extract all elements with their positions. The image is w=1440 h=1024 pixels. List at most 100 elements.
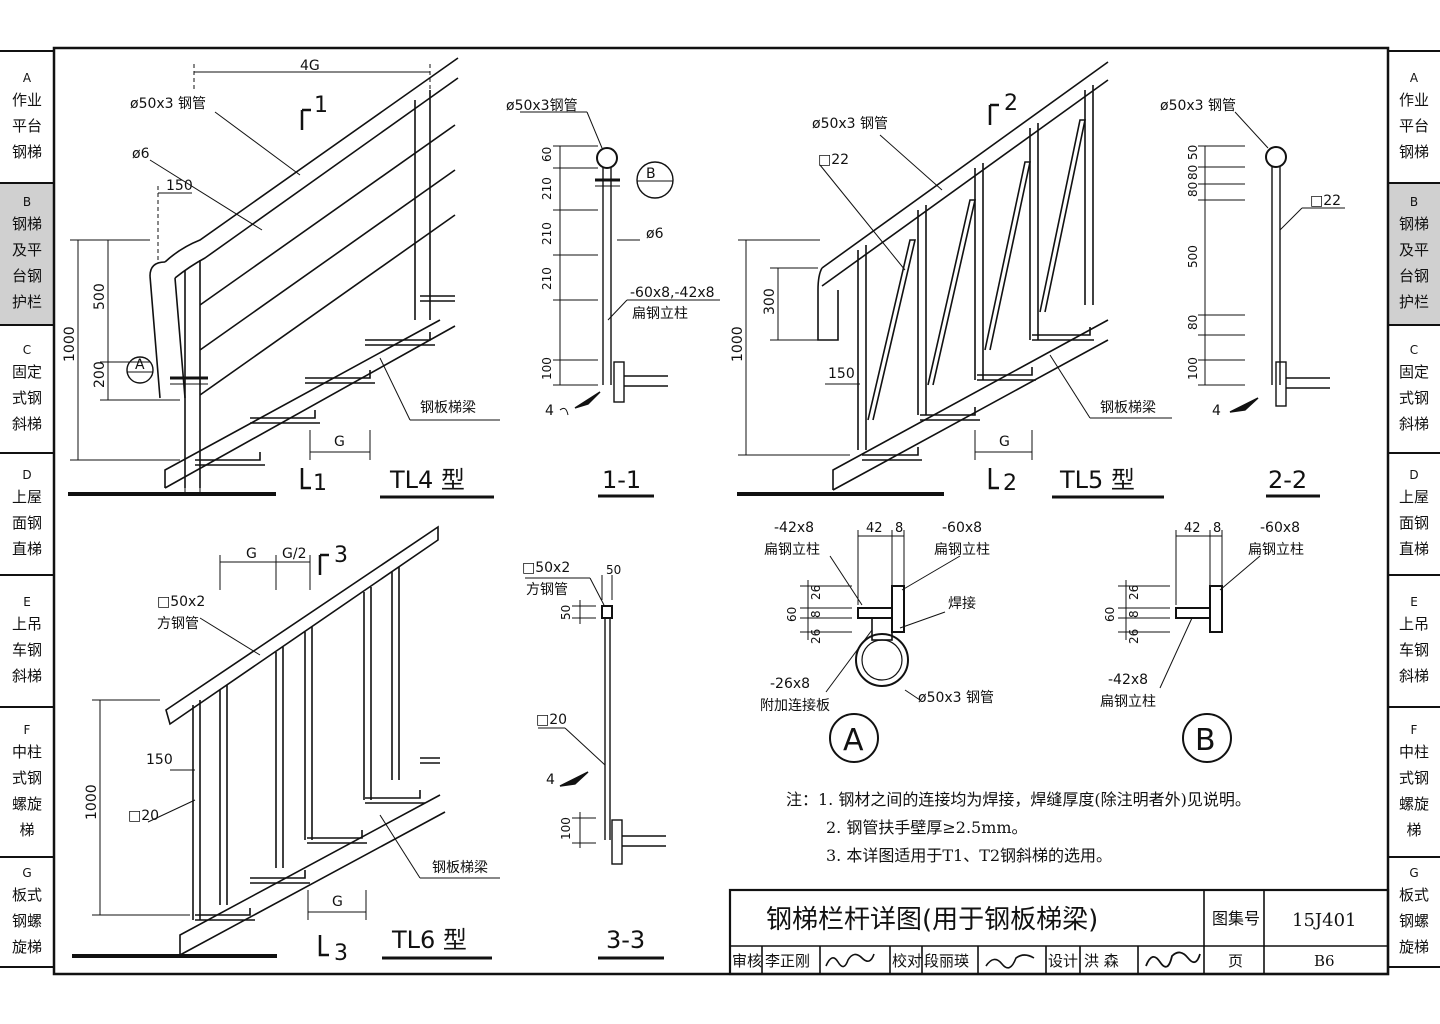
db-d26b: 26 [1127, 629, 1141, 644]
right-tab-code: C [1409, 343, 1419, 357]
right-tab-text: 式钢 [1398, 769, 1429, 787]
right-tab-text: 梯 [1406, 821, 1422, 839]
right-tab-text: 螺旋 [1398, 795, 1429, 813]
tl6-cut-bottom: 3 [334, 941, 348, 966]
tl6-tube-label: □50x2 [157, 594, 205, 610]
right-tab-text: 及平 [1398, 241, 1429, 259]
left-tab-code: D [22, 468, 32, 482]
db-d8: 8 [1127, 610, 1141, 618]
tl4-dim-200: 200 [92, 361, 108, 388]
s33-weld-size: 4 [546, 772, 555, 788]
da-w42: 42 [866, 521, 883, 536]
db-w8: 8 [1213, 521, 1221, 536]
tl5-tube-label: ø50x3 钢管 [812, 116, 888, 132]
tl6-dim-gb: G [332, 894, 343, 910]
tl4-dim-500: 500 [92, 283, 108, 310]
tl5-beam-label: 钢板梯梁 [1100, 400, 1156, 416]
page-label: 页 [1228, 952, 1243, 970]
left-tab-code: C [22, 343, 32, 357]
right-tab-text: 上屋 [1398, 488, 1429, 506]
s11-dim-210b: 210 [540, 222, 554, 245]
left-tab-text: 钢螺 [11, 912, 42, 930]
s33-dim-50a: 50 [606, 563, 621, 577]
right-tab-text: 钢梯 [1398, 215, 1429, 233]
left-tab-text: 台钢 [11, 267, 42, 285]
right-tab-text: 式钢 [1398, 389, 1429, 407]
db-d60: 60 [1103, 607, 1117, 622]
da-p26: -26x8 [770, 676, 810, 692]
tl4-type-label: TL4 型 [389, 466, 465, 494]
check-label: 校对 [892, 952, 922, 970]
left-tab-code: G [22, 866, 32, 880]
s11-tube-label: ø50x3钢管 [506, 98, 578, 114]
right-tab-code: G [1409, 866, 1419, 880]
s11-post-label: -60x8,-42x8 [630, 285, 715, 301]
left-tab-text: 螺旋 [11, 795, 42, 813]
right-tab-text: 斜梯 [1398, 415, 1429, 433]
designer-name: 洪 森 [1084, 952, 1119, 970]
da-d26b: 26 [809, 629, 823, 644]
s22-sq-label: □22 [1310, 193, 1341, 209]
s33-label: 3-3 [606, 926, 645, 954]
left-tab-text: 式钢 [11, 389, 42, 407]
tl6-cut-top: 3 [334, 543, 348, 568]
da-tube: ø50x3 钢管 [918, 690, 994, 706]
right-tab-text: 作业 [1398, 91, 1429, 109]
checker-name: 段丽瑛 [924, 952, 969, 970]
da-d26a: 26 [809, 585, 823, 600]
right-tab-text: 中柱 [1398, 743, 1429, 761]
left-tab-text: 梯 [19, 821, 35, 839]
s11-mark-b: B [646, 166, 656, 182]
right-tab-text: 护栏 [1398, 293, 1429, 311]
s33-sq20-label: □20 [536, 712, 567, 728]
db-p42: -42x8 [1108, 672, 1148, 688]
s22-dim-80a: 80 [1186, 165, 1200, 180]
s11-rod-label: ø6 [646, 226, 664, 242]
db-p42-b: 扁钢立柱 [1100, 694, 1156, 710]
right-tab-text: 钢梯 [1398, 143, 1429, 161]
left-tab-text: 直梯 [11, 540, 42, 558]
designer-signature [1145, 951, 1201, 968]
right-tab-text: 板式 [1398, 886, 1429, 904]
da-p42: -42x8 [774, 520, 814, 536]
left-tab-text: 上吊 [11, 615, 42, 633]
da-weld: 焊接 [948, 595, 976, 612]
da-d8: 8 [809, 610, 823, 618]
tl4-cut-bottom: 1 [313, 471, 327, 496]
right-tab-text: 面钢 [1398, 514, 1429, 532]
left-tab-code: F [23, 723, 31, 737]
left-tab-text: 护栏 [11, 293, 42, 311]
right-tab-code: B [1409, 195, 1419, 209]
s11-dim-210c: 210 [540, 267, 554, 290]
tl5-dim-300: 300 [762, 288, 778, 315]
tl6-tube-label-2: 方钢管 [157, 616, 199, 632]
tl4-dim-4g: 4G [300, 58, 320, 74]
tl6-beam-label: 钢板梯梁 [432, 860, 488, 876]
tl6-dim-g2: G/2 [282, 546, 306, 562]
s11-dim-100: 100 [540, 357, 554, 380]
tl6-type-label: TL6 型 [391, 926, 467, 954]
left-tab-code: A [22, 71, 32, 85]
page-number: B6 [1314, 952, 1335, 970]
tl5-dim-g: G [999, 434, 1010, 450]
db-p60: -60x8 [1260, 520, 1300, 536]
note-3: 3. 本详图适用于T1、T2钢斜梯的选用。 [826, 846, 1113, 865]
tl5-dim-150: 150 [828, 366, 855, 382]
right-tab-text: 钢螺 [1398, 912, 1429, 930]
